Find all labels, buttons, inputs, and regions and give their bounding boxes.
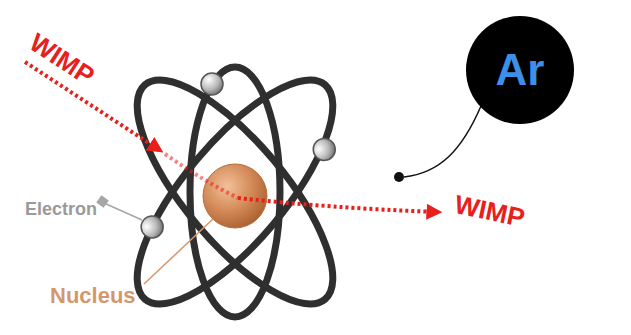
particle-label: WIMP — [24, 28, 99, 91]
element-symbol: Ar — [496, 45, 545, 95]
electron — [137, 211, 168, 242]
callout-dot — [394, 172, 404, 182]
nucleus-leader — [144, 219, 213, 284]
orbit — [190, 67, 280, 317]
orbit — [107, 53, 364, 332]
electron — [201, 73, 223, 95]
wimp-track — [238, 198, 436, 212]
particle-label: WIMP — [452, 190, 527, 233]
part-label: Electron — [25, 200, 97, 220]
orbits — [107, 53, 364, 332]
orbit — [107, 53, 364, 332]
electrons — [137, 73, 340, 242]
wimp-track — [165, 154, 238, 198]
callout-leader — [404, 106, 481, 177]
electron — [309, 134, 340, 165]
nucleus-sphere — [203, 164, 267, 228]
leader-marker — [96, 195, 109, 208]
electron-leader — [104, 203, 142, 220]
badge-circle — [466, 16, 574, 124]
element-badge: Ar — [465, 15, 575, 125]
part-label: Nucleus — [50, 284, 136, 308]
